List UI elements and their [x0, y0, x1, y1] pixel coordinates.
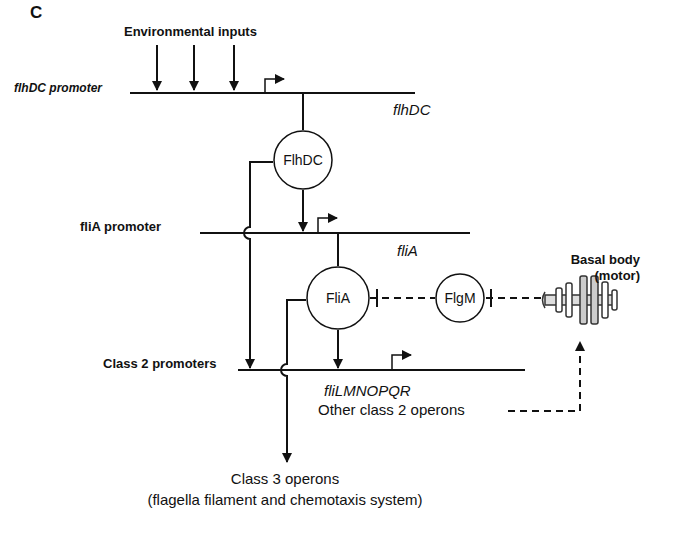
promoter-line — [130, 92, 415, 94]
activation-arrow — [244, 162, 273, 368]
diagram-label: Other class 2 operons — [318, 401, 465, 419]
promoter-line — [238, 369, 525, 371]
protein-circle: FlgM — [435, 273, 485, 323]
dashed-link — [508, 342, 580, 411]
diagram-label: flhDC — [393, 101, 431, 119]
gene-product-line — [302, 93, 304, 130]
input-arrow — [233, 45, 235, 90]
dashed-link — [486, 297, 543, 299]
input-arrow — [156, 45, 158, 90]
diagram-label: fliA promoter — [80, 219, 161, 235]
diagram-label: fliLMNOPQR — [324, 382, 411, 400]
transcription-start — [392, 355, 411, 370]
basal-body-illustration — [543, 276, 618, 324]
activation-arrow — [337, 330, 339, 368]
promoter-line — [200, 232, 470, 234]
inhibition-link — [370, 297, 435, 299]
activation-arrow — [281, 300, 306, 462]
diagram-label: Environmental inputs — [124, 24, 257, 40]
protein-circle: FliA — [306, 266, 370, 330]
diagram-label: flhDC promoter — [14, 81, 102, 95]
diagram-label: C — [30, 3, 42, 23]
transcription-start — [318, 218, 337, 233]
node-text: FliA — [326, 290, 350, 306]
diagram-label: fliA — [397, 242, 418, 260]
node-text: FlgM — [444, 290, 475, 306]
protein-circle: FlhDC — [273, 130, 333, 190]
diagram-label: Class 3 operons — [135, 470, 435, 488]
transcription-start — [265, 79, 284, 93]
gene-product-line — [337, 233, 339, 266]
diagram-label: (flagella filament and chemotaxis system… — [85, 491, 485, 509]
node-text: FlhDC — [283, 152, 323, 168]
activation-arrow — [302, 190, 304, 231]
diagram-label: Basal body (motor) — [540, 252, 640, 283]
input-arrow — [193, 45, 195, 90]
diagram-label: Class 2 promoters — [103, 356, 216, 372]
